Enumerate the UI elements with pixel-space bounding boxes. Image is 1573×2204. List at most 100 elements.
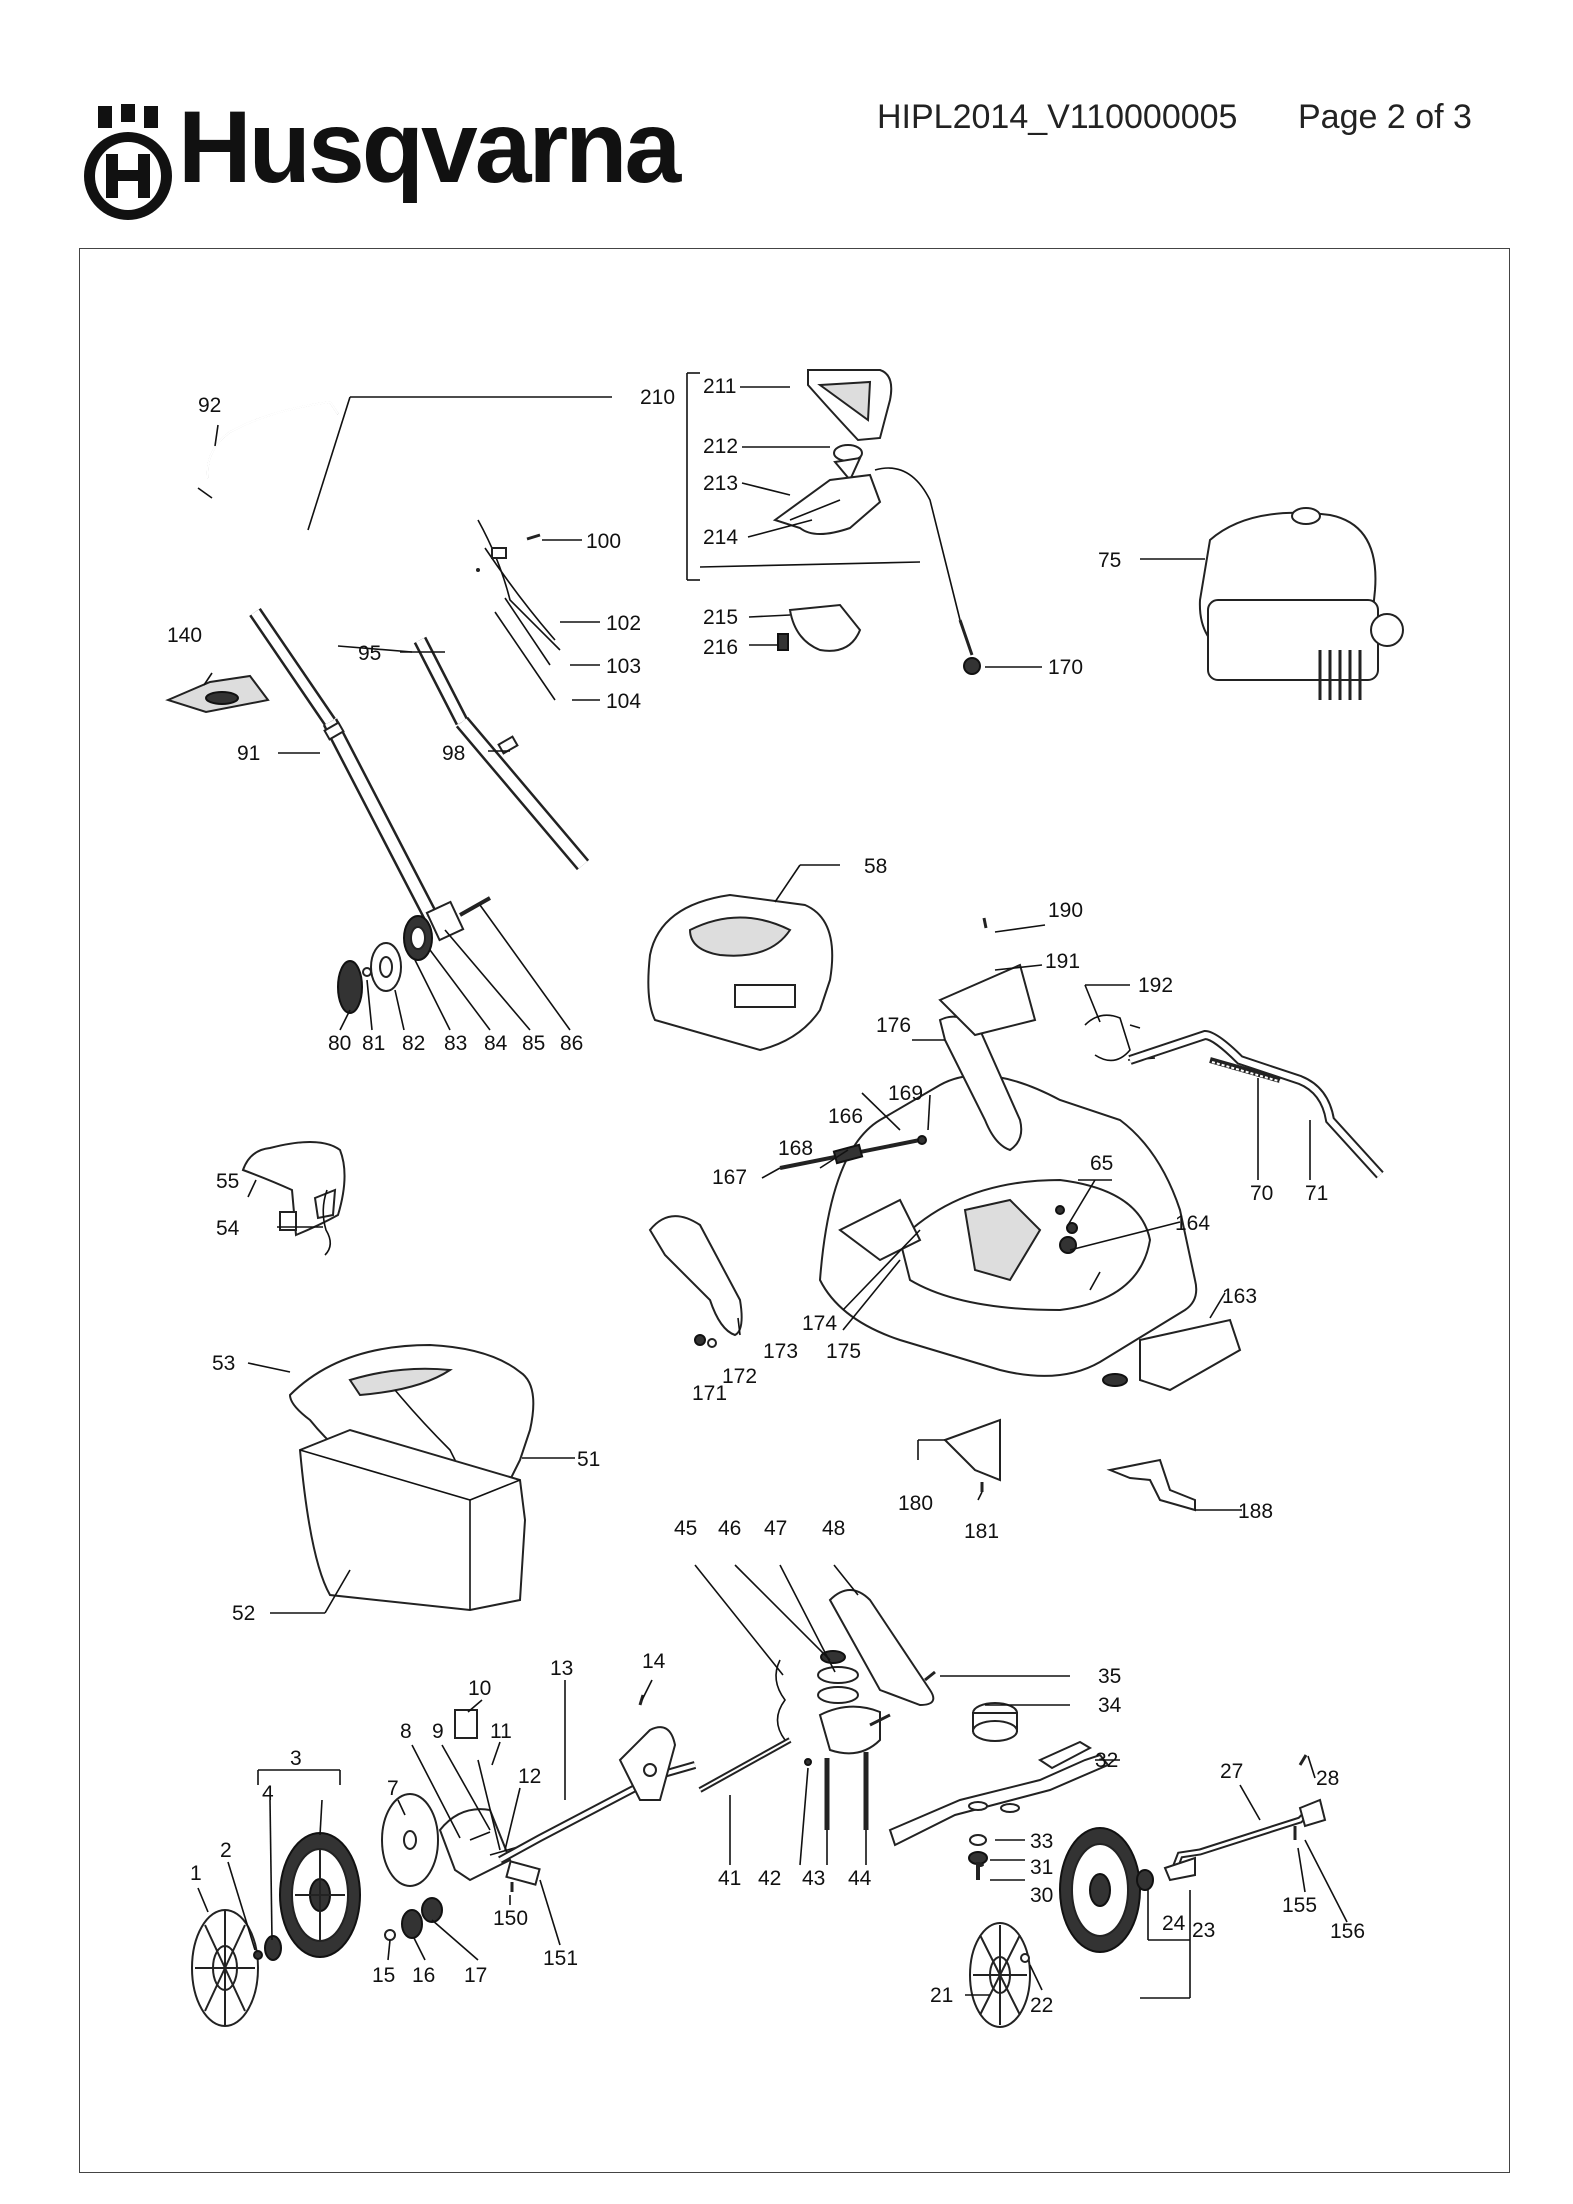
callout-4: 4 [262,1782,274,1805]
callout-43: 43 [802,1867,825,1890]
callout-35: 35 [1098,1665,1121,1688]
callout-2: 2 [220,1839,232,1862]
callout-10: 10 [468,1677,491,1700]
blade-assembly [888,1670,1327,2028]
callout-98: 98 [442,742,465,765]
blade-part-32 [888,1753,1110,1847]
callout-167: 167 [712,1166,747,1189]
callout-81: 81 [362,1032,385,1055]
callout-48: 48 [822,1517,845,1540]
callout-9: 9 [432,1720,444,1743]
callout-103: 103 [606,655,641,678]
part-215 [788,603,862,652]
callout-181: 181 [964,1520,999,1543]
callout-53: 53 [212,1352,235,1375]
callout-91: 91 [237,742,260,765]
callout-214: 214 [703,526,738,549]
washer-part-33 [969,1834,987,1846]
callout-83: 83 [444,1032,467,1055]
callout-216: 216 [703,636,738,659]
rear-axle-part-71 [1128,1029,1384,1179]
callout-16: 16 [412,1964,435,1987]
callout-70: 70 [1250,1182,1273,1205]
callout-188: 188 [1238,1500,1273,1523]
callout-41: 41 [718,1867,741,1890]
callout-84: 84 [484,1032,508,1055]
husqvarna-crown-h-icon [84,104,172,220]
callout-100: 100 [586,530,621,553]
callout-164: 164 [1175,1212,1210,1235]
callout-168: 168 [778,1137,813,1160]
callout-42: 42 [758,1867,781,1890]
callout-85: 85 [522,1032,545,1055]
callout-52: 52 [232,1602,255,1625]
part-180 [943,1418,1001,1482]
callout-155: 155 [1282,1894,1317,1917]
front-wheel-left [191,1694,697,2027]
callout-44: 44 [848,1867,872,1890]
callout-24: 24 [1162,1912,1186,1935]
diagram-frame [79,248,1510,2173]
callout-172: 172 [722,1365,757,1388]
grass-bag-part-52 [298,1428,527,1612]
callout-213: 213 [703,472,738,495]
callout-92: 92 [198,394,221,417]
gearbox-assembly [698,1589,935,1830]
grass-collector [241,1140,535,1612]
callout-15: 15 [372,1964,395,1987]
callout-104: 104 [606,690,641,713]
bracket-part-85 [425,900,465,942]
callout-17: 17 [464,1964,487,1987]
callout-8: 8 [400,1720,412,1743]
callout-163: 163 [1222,1285,1257,1308]
callout-211: 211 [703,375,736,398]
gearbox-part [818,1705,881,1755]
callout-169: 169 [888,1082,923,1105]
husqvarna-logo: Husqvarna [78,96,718,224]
callout-58: 58 [864,855,887,878]
part-191 [938,963,1037,1037]
callout-22: 22 [1030,1994,1053,2017]
callout-7: 7 [387,1777,399,1800]
callout-80: 80 [328,1032,351,1055]
callout-45: 45 [674,1517,697,1540]
part-188 [1106,1458,1196,1512]
callout-151: 151 [543,1947,578,1970]
engine [1198,507,1404,700]
callout-102: 102 [606,612,641,635]
callout-156: 156 [1330,1920,1365,1943]
part-10 [454,1709,478,1739]
side-plate-part-173 [648,1215,743,1337]
callout-140: 140 [167,624,202,647]
callout-3: 3 [290,1747,302,1770]
callout-30: 30 [1030,1884,1053,1907]
callout-176: 176 [876,1014,911,1037]
callout-212: 212 [703,435,738,458]
callout-180: 180 [898,1492,933,1515]
callout-192: 192 [1138,974,1173,997]
callout-174: 174 [802,1312,837,1335]
rear-hood [647,893,834,1052]
callout-71: 71 [1305,1182,1328,1205]
callout-33: 33 [1030,1830,1053,1853]
mower-deck [648,917,1384,1512]
callout-210: 210 [640,386,675,409]
knob-part-80 [337,960,363,1014]
callout-86: 86 [560,1032,583,1055]
callout-1: 1 [190,1862,202,1885]
callout-34: 34 [1098,1694,1122,1717]
callout-51: 51 [577,1448,600,1471]
callout-27: 27 [1220,1760,1243,1783]
callout-21: 21 [930,1984,953,2007]
callout-215: 215 [703,606,738,629]
callout-28: 28 [1316,1767,1339,1790]
bearing-part-4 [264,1935,282,1961]
callout-11: 11 [490,1720,512,1743]
belt-part-48 [828,1589,935,1707]
callout-150: 150 [493,1907,528,1930]
handle-assembly [165,400,590,1014]
callout-47: 47 [764,1517,787,1540]
callout-190: 190 [1048,899,1083,922]
part-151 [505,1860,541,1886]
